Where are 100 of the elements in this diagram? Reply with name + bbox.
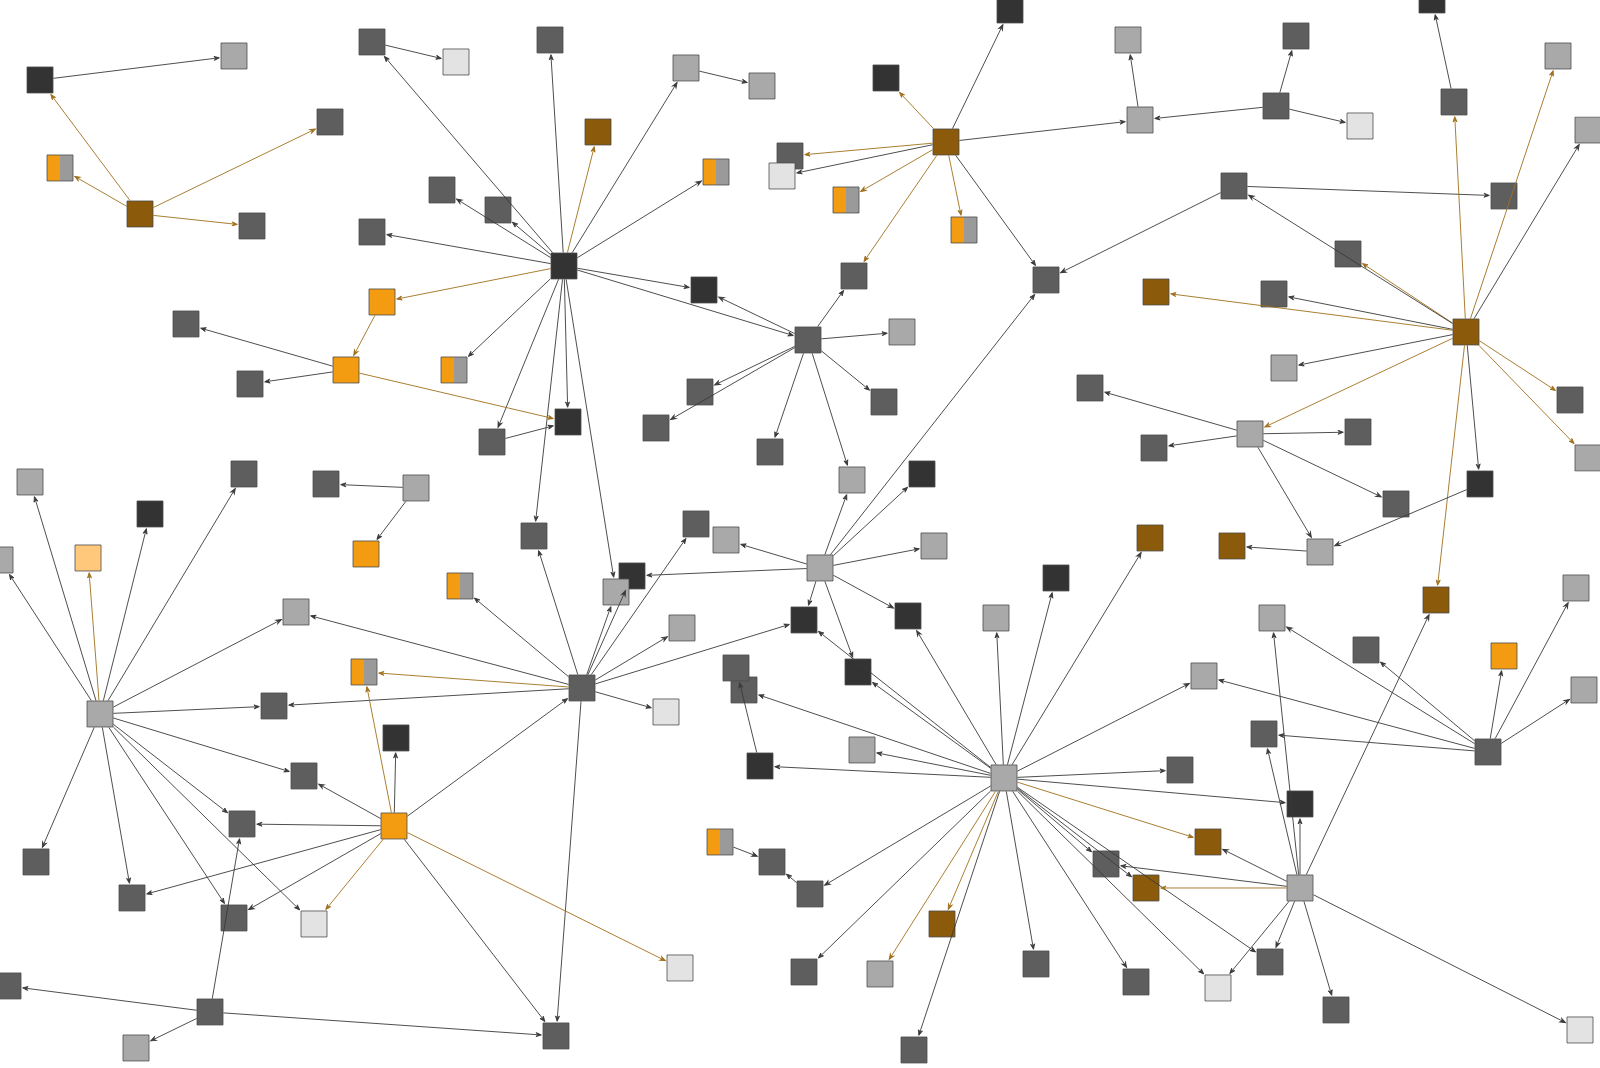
arrow	[378, 671, 570, 688]
square-node	[402, 474, 430, 502]
square-node	[1140, 434, 1168, 462]
square-node	[1322, 996, 1350, 1024]
arrow	[994, 632, 1004, 766]
square-node	[172, 310, 200, 338]
square-node	[672, 54, 700, 82]
arrow	[740, 543, 808, 565]
square-node	[790, 606, 818, 634]
arrow	[1160, 885, 1288, 891]
arrow	[714, 345, 796, 386]
arrow	[1016, 768, 1166, 778]
arrow	[587, 590, 626, 676]
arrow	[817, 630, 992, 768]
arrow	[1473, 144, 1580, 319]
arrow	[353, 314, 376, 356]
arrow	[872, 682, 992, 769]
square-node	[238, 212, 266, 240]
arrow	[1016, 682, 1190, 772]
square-node	[894, 602, 922, 630]
square-node	[1282, 22, 1310, 50]
arrow	[718, 296, 796, 334]
arrow	[340, 482, 404, 488]
arrow	[150, 1018, 198, 1042]
arrow	[1007, 592, 1054, 766]
square-node	[1194, 828, 1222, 856]
square-node	[1352, 636, 1380, 664]
arrow	[565, 278, 616, 578]
square-node	[682, 510, 710, 538]
arrow	[1246, 186, 1490, 198]
arrow	[1288, 295, 1454, 330]
arrow	[1288, 108, 1346, 124]
square-node	[1022, 950, 1050, 978]
square-node	[1042, 564, 1070, 592]
arrow	[533, 278, 563, 522]
arrow	[1379, 661, 1476, 742]
square-node	[1334, 240, 1362, 268]
square-node	[1126, 106, 1154, 134]
square-node	[1220, 172, 1248, 200]
arrow	[108, 726, 225, 904]
square-node	[1306, 538, 1334, 566]
square-node	[126, 200, 154, 228]
square-node	[990, 764, 1018, 792]
arrow	[393, 752, 398, 814]
arrow	[318, 783, 382, 819]
square-node	[1570, 676, 1598, 704]
square-node	[220, 904, 248, 932]
arrow	[1278, 733, 1476, 752]
square-node	[122, 1034, 150, 1062]
arrow	[376, 500, 407, 540]
square-node	[746, 752, 774, 780]
square-node	[46, 154, 74, 182]
arrow	[473, 597, 570, 678]
arrow	[52, 56, 220, 79]
square-node	[368, 288, 396, 316]
arrow	[383, 55, 553, 253]
square-node	[236, 370, 264, 398]
square-node	[1114, 26, 1142, 54]
arrow	[112, 723, 229, 814]
arrow	[384, 44, 442, 60]
arrow	[386, 233, 552, 265]
square-node	[484, 196, 512, 224]
square-node	[932, 128, 960, 156]
square-node	[1440, 88, 1468, 116]
square-node	[74, 544, 102, 572]
arrow	[1312, 894, 1566, 1024]
square-node	[260, 692, 288, 720]
arrow	[576, 267, 690, 289]
arrow	[1478, 344, 1575, 445]
arrow	[288, 688, 570, 708]
square-node	[1236, 420, 1264, 448]
arrow	[832, 574, 894, 609]
square-node	[758, 848, 786, 876]
arrow	[916, 630, 997, 766]
arrow	[8, 574, 92, 702]
arrow	[1246, 544, 1308, 552]
square-node	[1562, 574, 1590, 602]
arrow	[1016, 790, 1205, 975]
arrow	[102, 528, 148, 702]
arrow	[817, 289, 845, 327]
arrow	[820, 350, 871, 391]
arrow	[1229, 900, 1290, 975]
square-node	[228, 810, 256, 838]
arrow	[952, 24, 1004, 129]
square-node	[920, 532, 948, 560]
arrow	[888, 790, 996, 960]
square-node	[1270, 354, 1298, 382]
square-node	[520, 522, 548, 550]
arrow	[1104, 391, 1238, 431]
square-node	[756, 438, 784, 466]
arrow	[738, 682, 758, 754]
square-node	[840, 262, 868, 290]
square-node	[950, 216, 978, 244]
square-node	[554, 408, 582, 436]
arrow	[955, 154, 1036, 266]
arrow	[899, 91, 934, 129]
arrow	[860, 149, 934, 192]
arrow	[594, 691, 652, 709]
arrow	[876, 751, 992, 776]
arrow	[1011, 552, 1142, 766]
